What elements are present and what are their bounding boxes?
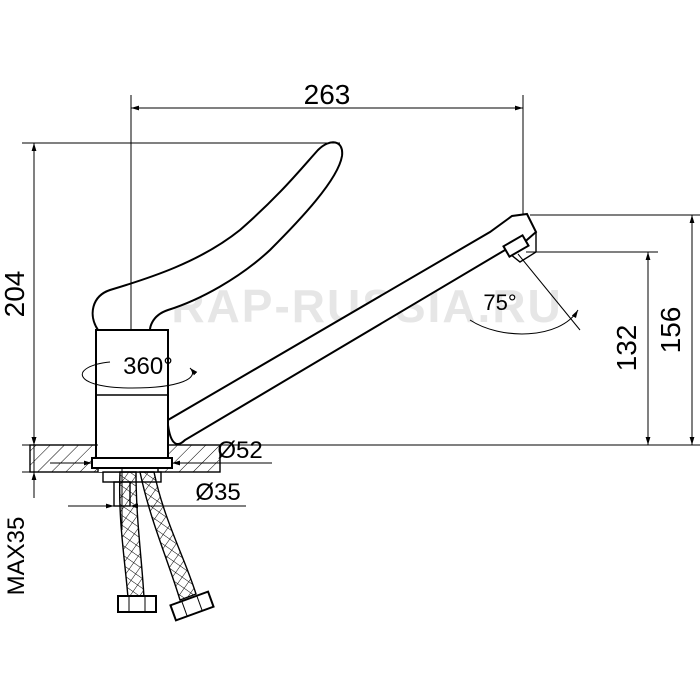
dim-spout-reach: 263: [130, 79, 524, 330]
total-height-label: 204: [0, 271, 30, 318]
mount-diameter-label: Ø35: [195, 479, 240, 506]
mounting-assembly: [102, 445, 215, 622]
dim-outlet-height: 132: [526, 251, 658, 445]
dim-total-height: 204: [0, 142, 340, 446]
spout: [167, 212, 538, 445]
faucet-body: [91, 329, 173, 469]
dim-spout-height: 156: [168, 214, 700, 446]
spray-angle-label: 75°: [483, 290, 516, 315]
outlet-height-label: 132: [611, 325, 642, 372]
rotation-label: 360°: [123, 353, 173, 380]
body-diameter-label: Ø52: [217, 437, 262, 464]
dim-max-thickness: MAX35: [3, 420, 98, 595]
dim-body-diameter: Ø52: [50, 437, 272, 466]
spout-height-label: 156: [655, 307, 686, 354]
dim-mount-diameter: Ø35: [68, 479, 246, 509]
max-thickness-label: MAX35: [3, 517, 30, 596]
spray-angle-indicator: 75°: [469, 253, 581, 335]
rotation-indicator: 360°: [81, 353, 198, 389]
spout-reach-label: 263: [304, 79, 351, 110]
